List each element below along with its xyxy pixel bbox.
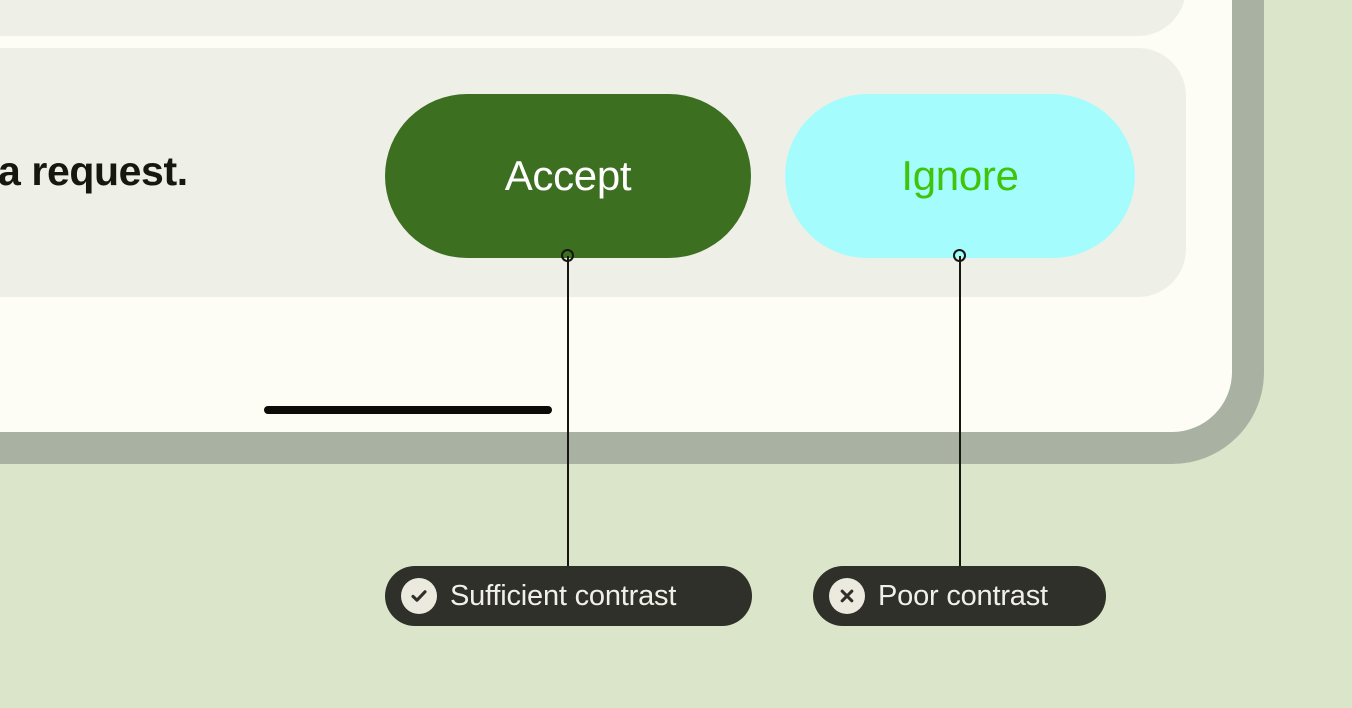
content-card-upper: [0, 0, 1186, 36]
annotation-label-poor: Poor contrast: [878, 579, 1048, 612]
annotation-label-sufficient: Sufficient contrast: [450, 579, 677, 612]
leader-ring-ignore: [953, 249, 966, 262]
annotation-sufficient-contrast: Sufficient contrast: [385, 566, 752, 626]
leader-ring-accept: [561, 249, 574, 262]
check-circle-icon: [401, 578, 437, 614]
annotation-poor-contrast: Poor contrast: [813, 566, 1106, 626]
rule-bar: [264, 406, 552, 414]
x-circle-icon: [829, 578, 865, 614]
leader-line-accept: [567, 256, 569, 566]
leader-line-ignore: [959, 256, 961, 566]
accept-button[interactable]: Accept: [385, 94, 751, 258]
message-text: a request.: [0, 148, 188, 194]
ignore-button[interactable]: Ignore: [785, 94, 1135, 258]
